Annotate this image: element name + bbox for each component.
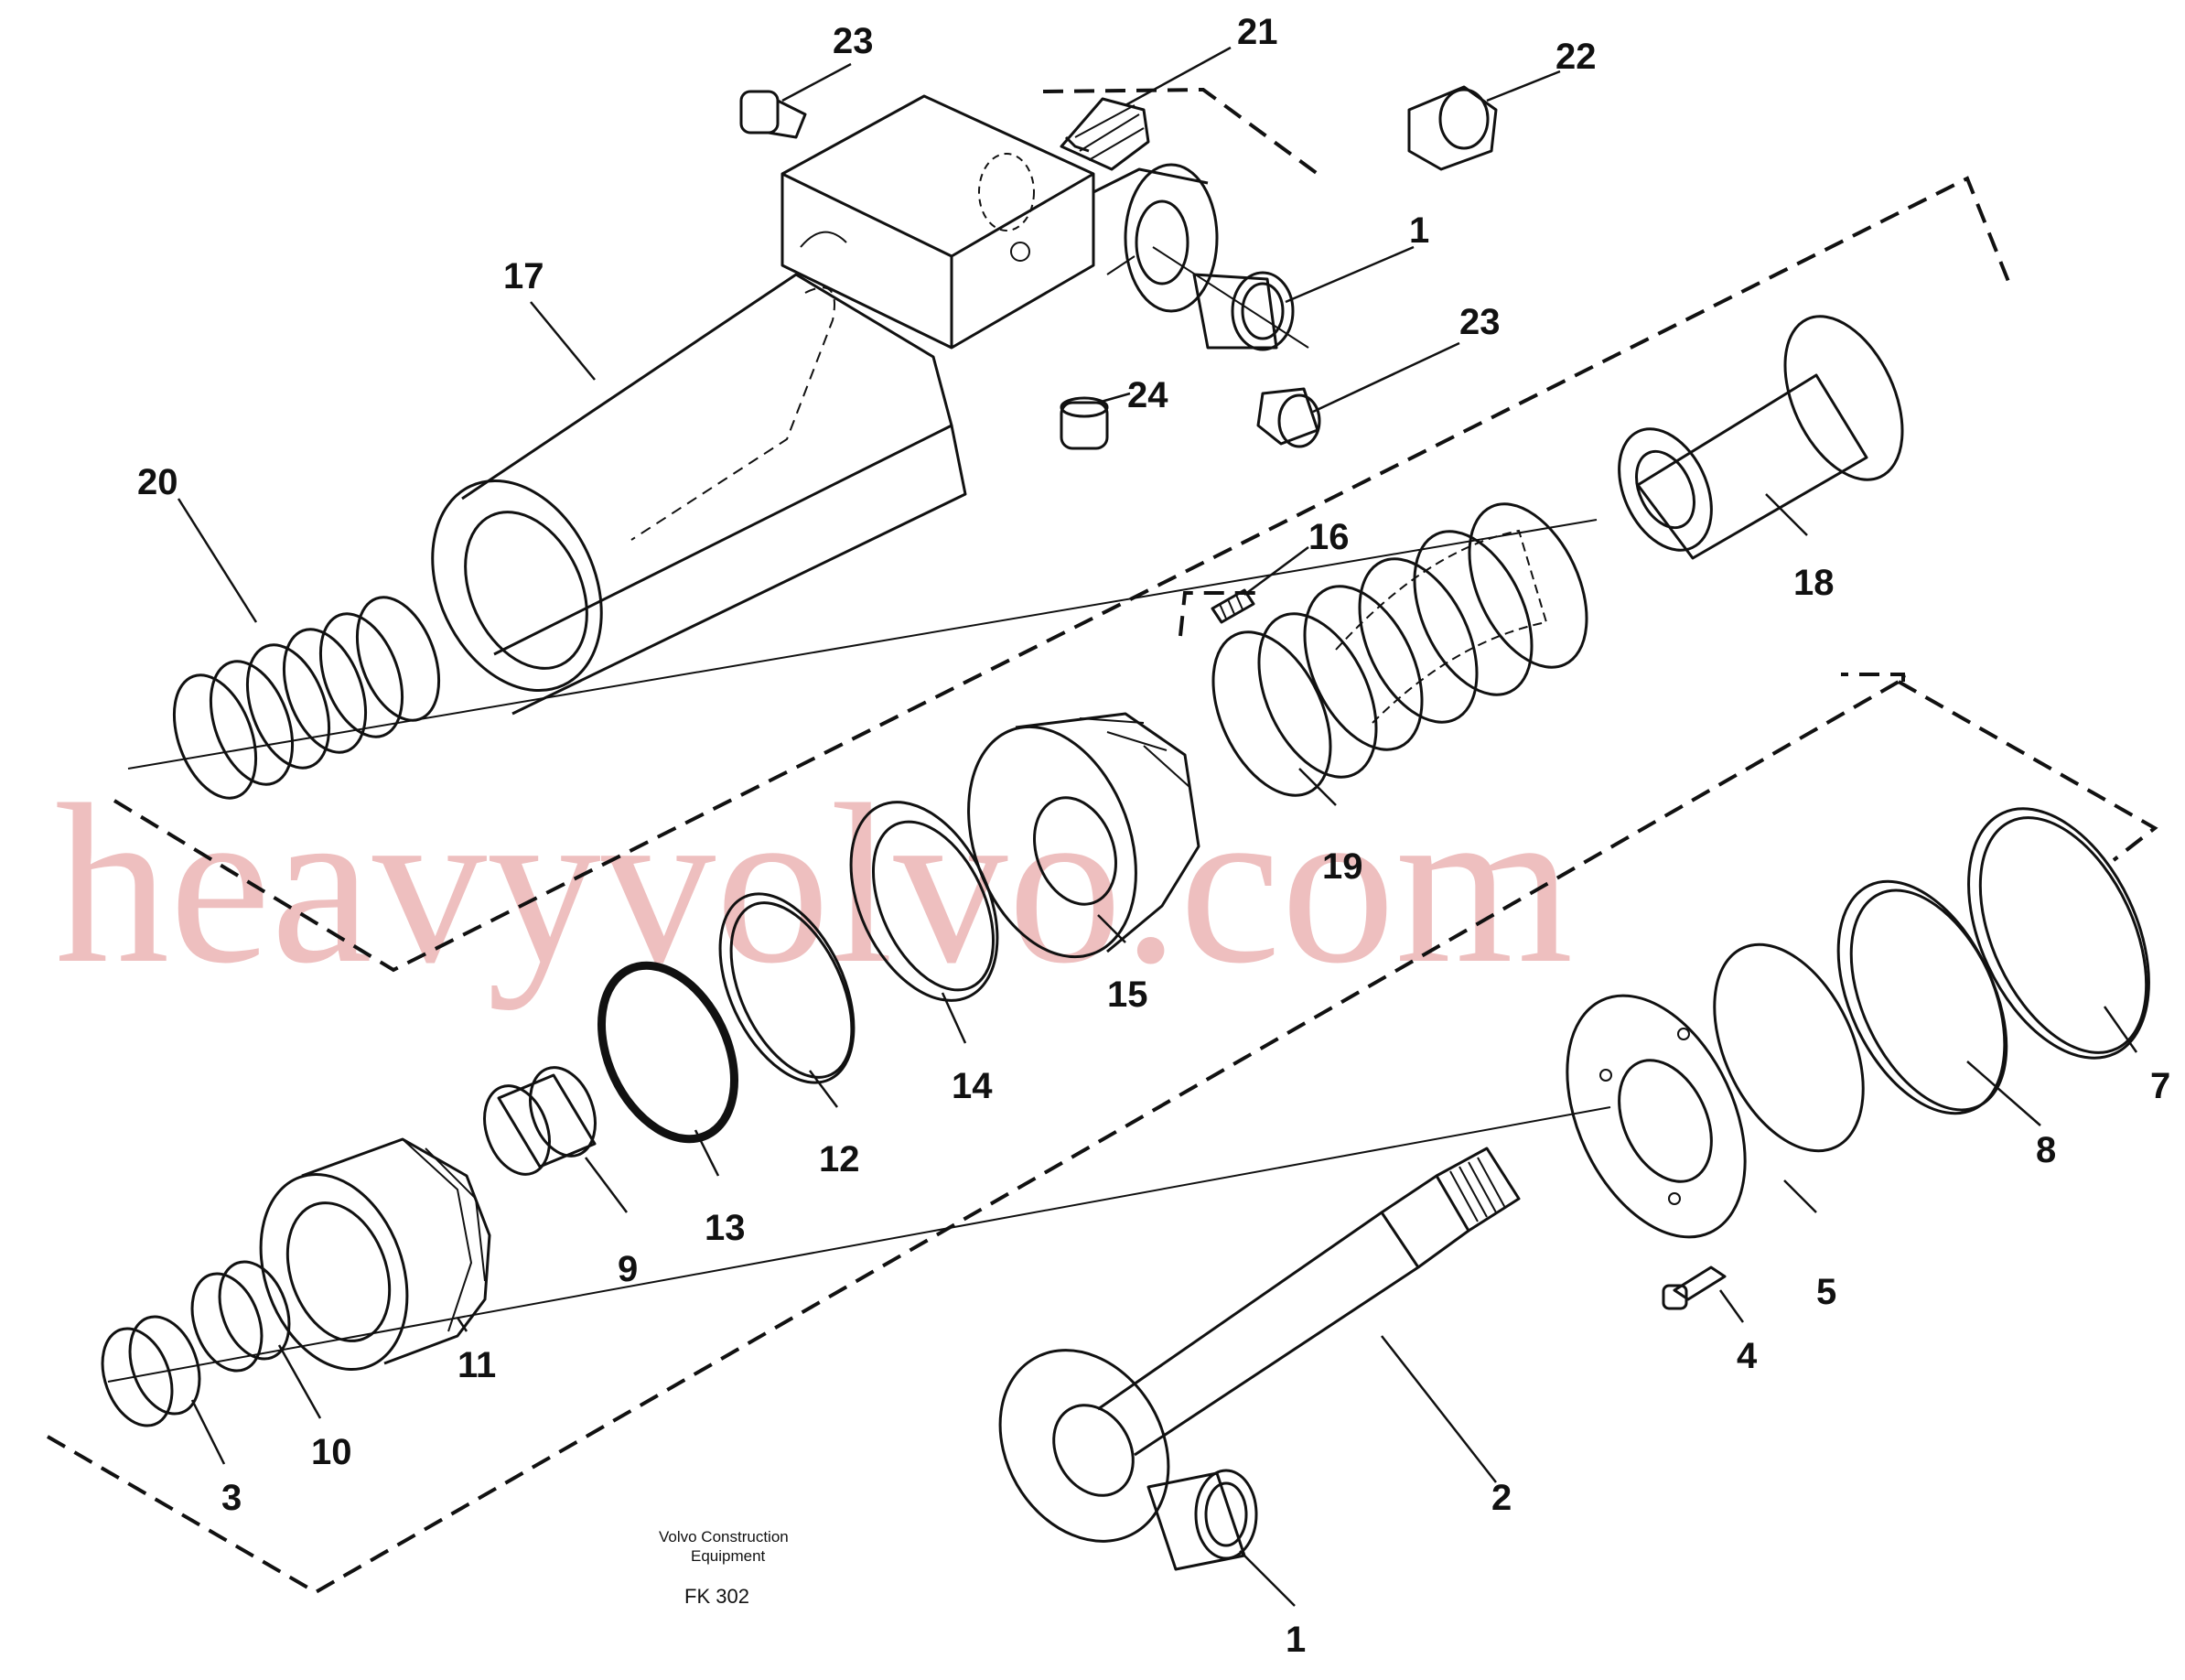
o-ring-13: [597, 961, 739, 1144]
callout-11: 11: [457, 1345, 496, 1385]
bearing-bushing-bottom: [1146, 1469, 1258, 1571]
watermark-text: heavyvolvo.com: [55, 758, 1573, 1011]
callout-19: 19: [1322, 846, 1363, 887]
callout-8: 8: [2036, 1130, 2056, 1170]
callout-14: 14: [952, 1066, 993, 1106]
callout-21: 21: [1237, 12, 1278, 52]
callout-7: 7: [2150, 1066, 2170, 1106]
spring-left: [172, 596, 441, 800]
callout-13: 13: [705, 1208, 746, 1248]
footer-figure-code: FK 302: [684, 1585, 749, 1608]
callout-3: 3: [221, 1478, 242, 1518]
callout-17: 17: [503, 256, 544, 296]
callout-18: 18: [1793, 563, 1835, 603]
cylinder-tube: [431, 94, 1219, 716]
plug-23-right: [1256, 387, 1321, 448]
callout-9: 9: [618, 1249, 638, 1289]
callout-24: 24: [1127, 375, 1168, 415]
callout-22: 22: [1555, 37, 1597, 77]
callout-2: 2: [1491, 1478, 1512, 1518]
callout-5: 5: [1816, 1272, 1836, 1312]
snap-ring-8: [1713, 942, 1865, 1153]
spring-right-and-bellows: [1211, 502, 1588, 797]
bolt-4: [1662, 1265, 1727, 1310]
plug-24: [1060, 396, 1109, 450]
callout-labels: 23 21 22 17 1 23 24 20 16 18 19 15 14 12…: [137, 12, 2170, 1660]
plug-23-top: [739, 90, 807, 139]
callout-15: 15: [1107, 975, 1148, 1015]
wiper-seal-3: [101, 1315, 201, 1427]
callout-leader-lines: [177, 46, 2138, 1607]
bearing-bushing-top: [1192, 271, 1295, 351]
callout-1-bottom: 1: [1286, 1620, 1306, 1660]
diagram-footer: Volvo Construction Equipment FK 302: [659, 1528, 789, 1608]
piston-rod-2: [998, 1147, 1521, 1543]
plug-screws: [739, 85, 1498, 450]
callout-1-top: 1: [1409, 210, 1429, 251]
assembly-axis-lines: [107, 246, 1611, 1383]
piston-rod-guide: [1618, 315, 1904, 560]
cylinder-head-11: [259, 1137, 491, 1372]
guide-ring-8-right: [1967, 807, 2150, 1060]
plug-22: [1407, 85, 1498, 171]
footer-company-line2: Equipment: [691, 1547, 766, 1565]
callout-10: 10: [311, 1432, 352, 1472]
flange-plate-5: [1566, 994, 1747, 1239]
check-valve-21: [1060, 97, 1150, 171]
bushing-9: [483, 1066, 597, 1176]
set-screw-16: [1211, 588, 1255, 624]
callout-23-top: 23: [833, 21, 874, 61]
callout-12: 12: [819, 1139, 860, 1179]
callout-16: 16: [1308, 517, 1350, 557]
seal-10: [190, 1260, 291, 1373]
callout-23-right: 23: [1459, 302, 1501, 342]
footer-company-line1: Volvo Construction: [659, 1528, 789, 1545]
callout-20: 20: [137, 462, 178, 502]
seal-ring-14: [849, 801, 999, 1002]
ring-7: [1836, 879, 2008, 1115]
ring-12: [718, 892, 856, 1084]
assembly-dashed-lines: [46, 87, 2158, 1595]
callout-4: 4: [1737, 1336, 1758, 1376]
